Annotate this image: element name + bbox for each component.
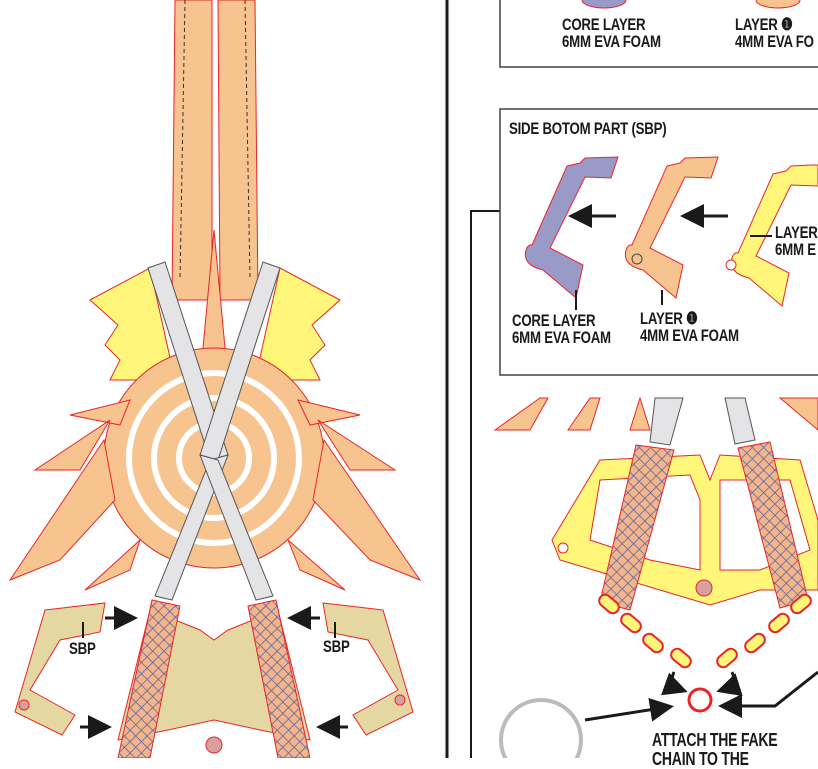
assembled-guard xyxy=(493,396,818,611)
metal-ring xyxy=(499,698,583,758)
chain-arrows xyxy=(584,670,818,722)
bottom-guard xyxy=(117,599,311,758)
sbp-left-label: SBP xyxy=(69,639,96,658)
sbp-left-piece xyxy=(14,602,106,736)
sbp-right-piece xyxy=(322,602,414,736)
arrows-left-panel xyxy=(80,606,348,739)
sbp-title: SIDE BOTOM PART (SBP) xyxy=(509,119,667,138)
blade xyxy=(171,0,259,381)
fake-chain xyxy=(598,593,812,713)
crossed-bars xyxy=(147,261,281,601)
crown xyxy=(89,267,341,381)
sbp-right-label: SBP xyxy=(323,637,350,656)
